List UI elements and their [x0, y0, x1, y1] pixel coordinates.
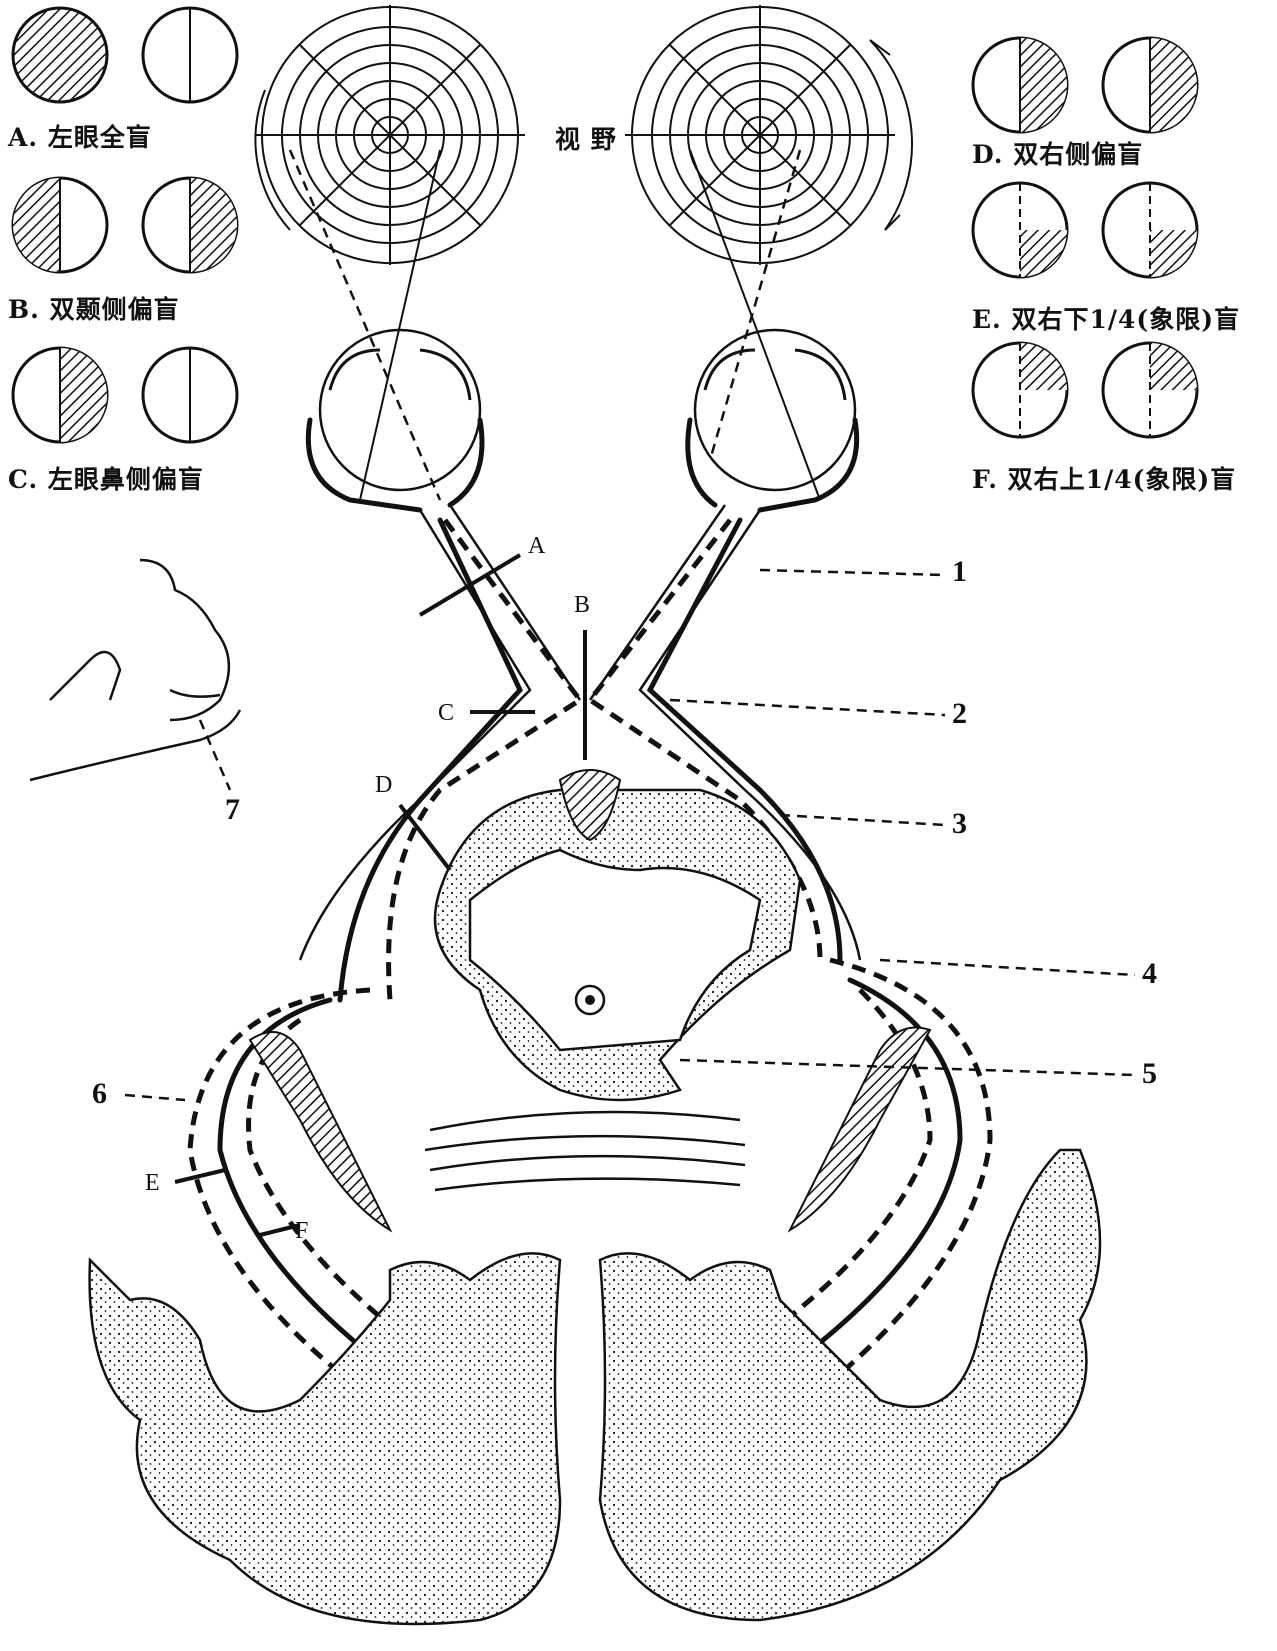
structure-number-5: 5: [1142, 1057, 1157, 1090]
defect-text: 双颞侧偏盲: [49, 295, 180, 324]
defect-letter: A.: [8, 123, 39, 152]
visual-field-label: 视 野: [555, 125, 617, 154]
defect-letter: B.: [8, 295, 40, 324]
structure-leaders: [124, 568, 1136, 1102]
lateral-ventricles: [248, 1026, 932, 1233]
defect-text: 双右侧偏盲: [1013, 140, 1144, 169]
defect-text: 双右下1/4(象限)盲: [1011, 305, 1241, 334]
defect-caption-b: B. 双颞侧偏盲: [8, 290, 180, 326]
defect-caption-e: E. 双右下1/4(象限)盲: [972, 300, 1240, 336]
lesion-label-d: D: [375, 772, 393, 798]
midbrain-section: [433, 769, 802, 1102]
lesion-label-c: C: [438, 700, 455, 726]
left-eyeball: [305, 328, 485, 513]
defect-caption-d: D. 双右侧偏盲: [972, 135, 1143, 171]
corpus-callosum: [424, 1110, 746, 1192]
right-visual-field-chart: [625, 5, 913, 265]
defect-text: 左眼鼻侧偏盲: [47, 465, 204, 494]
lesion-label-f: F: [295, 1218, 309, 1244]
lesion-marks: [174, 553, 587, 1237]
defect-letter: E.: [972, 305, 1002, 334]
defect-letter: F.: [972, 465, 998, 494]
defect-text: 双右上1/4(象限)盲: [1007, 465, 1237, 494]
lesion-label-e: E: [145, 1170, 160, 1196]
defect-diagrams: [11, 6, 1199, 444]
defect-text: 左眼全盲: [47, 123, 152, 152]
structure-number-3: 3: [952, 807, 967, 840]
defect-letter: C.: [8, 465, 39, 494]
structure-number-4: 4: [1142, 957, 1157, 990]
defect-caption-f: F. 双右上1/4(象限)盲: [972, 460, 1236, 496]
structure-number-7: 7: [225, 793, 240, 826]
structure-number-2: 2: [952, 697, 967, 730]
lesion-label-a: A: [528, 533, 546, 559]
left-visual-field-chart: [254, 5, 525, 265]
structure-number-1: 1: [952, 555, 967, 588]
defect-letter: D.: [972, 140, 1004, 169]
structure-number-6: 6: [92, 1077, 107, 1110]
projection-lines: [288, 149, 821, 501]
right-eyeball: [685, 328, 860, 513]
defect-caption-a: A. 左眼全盲: [8, 118, 152, 154]
head-inset-sketch: [29, 558, 242, 791]
occipital-cortex: [88, 1148, 1102, 1626]
lesion-label-b: B: [574, 592, 591, 618]
defect-caption-c: C. 左眼鼻侧偏盲: [8, 460, 204, 496]
